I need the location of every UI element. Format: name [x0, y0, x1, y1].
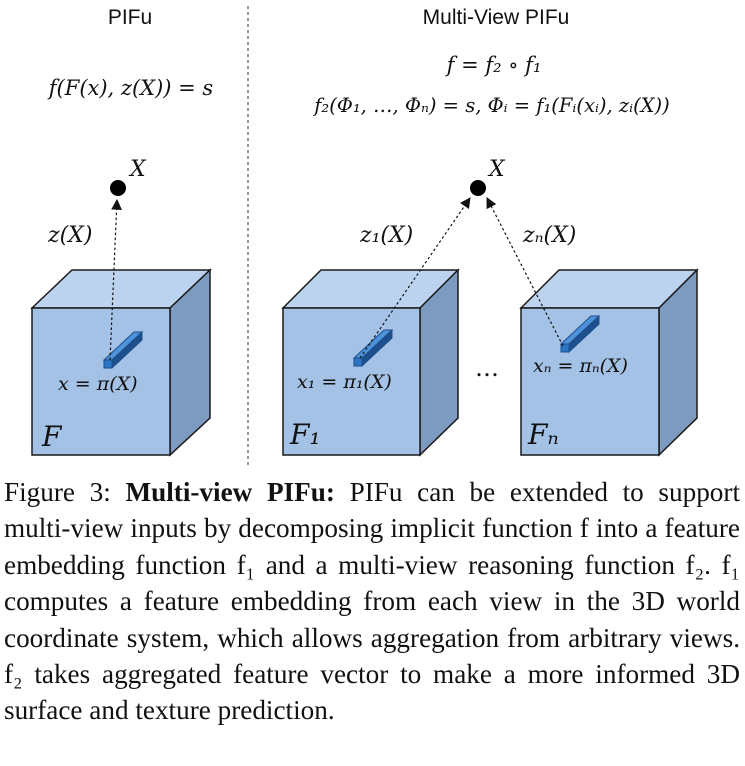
figure-caption: Figure 3: Multi-view PIFu: PIFu can be e…	[4, 474, 740, 729]
ellipsis: …	[475, 354, 499, 382]
left-query-point	[110, 180, 126, 196]
caption-text: PIFu can be extended to support multi-vi…	[4, 477, 740, 726]
pifu-title: PIFu	[108, 6, 152, 29]
left-volume-label: F	[41, 420, 63, 453]
left-projection-label: x = π(X)	[58, 373, 138, 395]
middle-depth-label: z₁(X)	[359, 223, 413, 248]
caption-label: Figure 3:	[4, 477, 111, 507]
middle-feature-volume	[281, 268, 460, 457]
right-query-point	[470, 180, 486, 196]
multi-view-pifu-figure: PIFu Multi-View PIFu f(F(x), z(X)) = s f…	[30, 6, 699, 466]
left-depth-arrow	[109, 198, 122, 361]
pifu-equation: f(F(x), z(X)) = s	[47, 76, 214, 100]
middle-depth-arrow	[359, 197, 471, 359]
cube-front-face	[282, 307, 421, 456]
middle-feature-bar	[352, 328, 394, 368]
right-volume-label: Fₙ	[527, 418, 559, 451]
aggregation-equation: f₂(Φ₁, …, Φₙ) = s, Φᵢ = f₁(Fᵢ(xᵢ), zᵢ(X)…	[312, 94, 670, 117]
caption-title: Multi-view PIFu:	[125, 477, 335, 507]
cube-front-face	[31, 307, 171, 456]
middle-volume-label: F₁	[289, 418, 321, 451]
left-depth-label: z(X)	[47, 223, 92, 248]
left-feature-bar	[102, 330, 144, 370]
right-depth-label: zₙ(X)	[522, 223, 576, 248]
multiview-pifu-title: Multi-View PIFu	[423, 6, 570, 29]
middle-projection-label: x₁ = π₁(X)	[297, 371, 392, 393]
right-point-label: X	[487, 157, 506, 182]
right-projection-label: xₙ = πₙ(X)	[533, 355, 628, 377]
decomposition-equation: f = f₂ ∘ f₁	[445, 53, 542, 77]
left-feature-volume	[30, 268, 212, 457]
right-feature-bar	[559, 314, 601, 354]
left-point-label: X	[128, 157, 147, 182]
